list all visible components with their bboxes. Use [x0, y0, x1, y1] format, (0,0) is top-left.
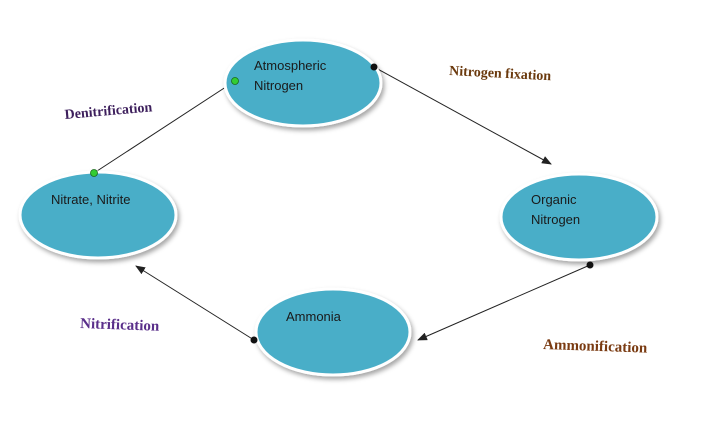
label-ammonification: Ammonification	[543, 337, 648, 357]
label-denitrification: Denitrification	[64, 100, 153, 123]
label-nitrogen-fixation: Nitrogen fixation	[449, 64, 552, 84]
arrow-ammonification	[417, 264, 591, 341]
arrow-denitrification	[93, 80, 236, 174]
connector-dot-denitrification-start	[90, 169, 98, 177]
arrow-nitrification	[135, 265, 255, 341]
connector-dot-denitrification-end	[231, 77, 239, 85]
node-nitrate-line1: Nitrate, Nitrite	[51, 192, 130, 207]
connector-dot-fixation	[370, 63, 378, 71]
node-ammonia: Ammonia	[254, 287, 412, 377]
connector-dot-ammonification	[586, 261, 594, 269]
node-organic-line1: Organic	[531, 192, 577, 207]
label-nitrification: Nitrification	[80, 316, 160, 335]
arrow-fixation	[373, 66, 552, 165]
connector-dot-nitrification	[250, 336, 258, 344]
node-atmospheric-nitrogen: Atmospheric Nitrogen	[223, 38, 383, 128]
node-atmospheric-line2: Nitrogen	[254, 78, 303, 93]
node-organic-line2: Nitrogen	[531, 212, 580, 227]
node-ammonia-line1: Ammonia	[286, 309, 342, 324]
node-atmospheric-line1: Atmospheric	[254, 58, 327, 73]
node-organic-nitrogen: Organic Nitrogen	[499, 172, 659, 262]
node-nitrate-nitrite: Nitrate, Nitrite	[18, 170, 178, 260]
